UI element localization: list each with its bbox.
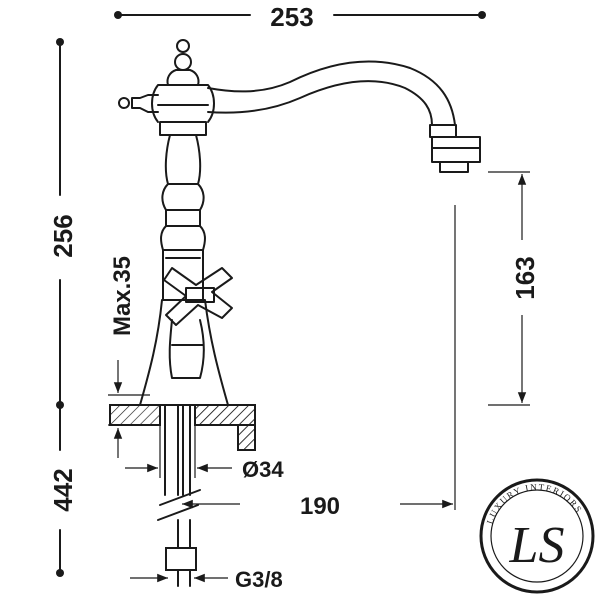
dim-max-deck: Max.35 [108,256,150,458]
dim-spout-height-label: 163 [510,256,540,299]
dim-reach: 190 [182,493,453,520]
dim-connection-label: G3/8 [235,567,283,592]
luxury-interiors-logo: LUXURY INTERIORS LS [479,478,595,594]
shank [157,404,201,587]
dim-total-height-label: 256 [48,214,78,257]
dim-hole-diameter: Ø34 [125,425,284,482]
dim-hole-diameter-label: Ø34 [242,457,284,482]
logo-initials: LS [509,517,565,574]
dim-top-width: 253 [114,2,486,32]
dim-max-deck-label: Max.35 [109,256,136,336]
dim-below-deck-label: 442 [48,468,78,511]
faucet-body [118,39,481,406]
dim-connection: G3/8 [130,567,283,592]
dim-top-width-label: 253 [270,2,313,32]
dim-spout-height: 163 [488,171,540,406]
dim-left-vertical: 256 442 [48,38,78,577]
dim-reach-label: 190 [300,493,340,520]
